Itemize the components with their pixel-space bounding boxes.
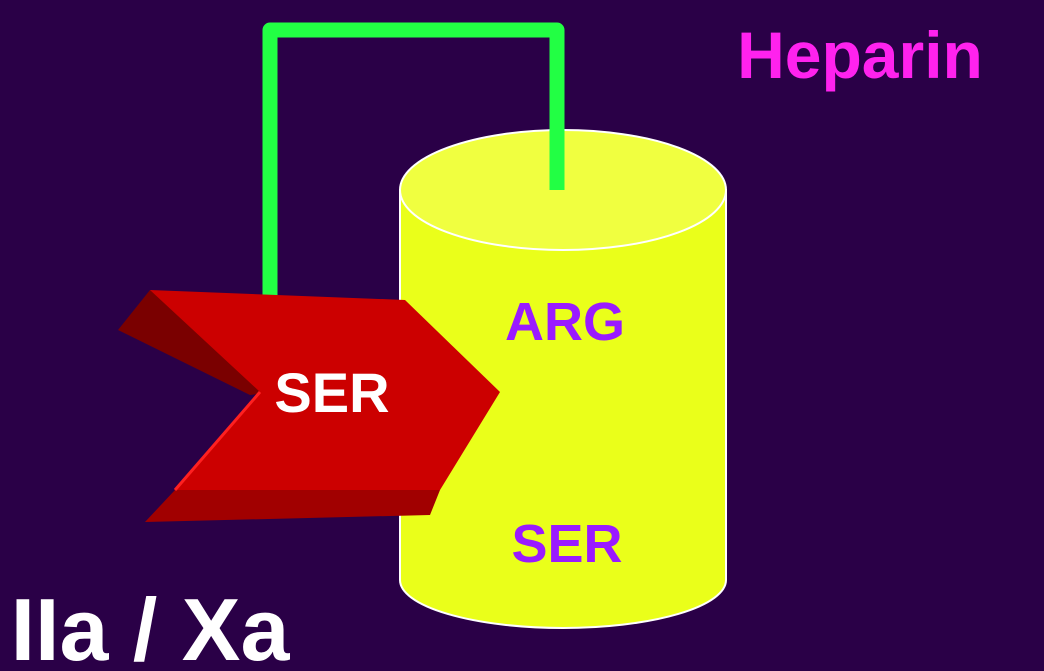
antithrombin-bottom-label: SER [511, 514, 622, 574]
arrow-front-face [150, 290, 500, 490]
arrow-bottom-face [145, 490, 440, 522]
enzyme-site-label: SER [274, 361, 389, 424]
enzyme-label: IIa / Xa [11, 580, 291, 671]
heparin-title: Heparin [737, 18, 983, 92]
cylinder-body [399, 189, 727, 629]
arrow-edge-highlight [173, 391, 262, 491]
enzyme-arrow [118, 290, 500, 522]
heparin-link-line [262, 22, 565, 300]
antithrombin-top-label: ARG [505, 292, 625, 352]
